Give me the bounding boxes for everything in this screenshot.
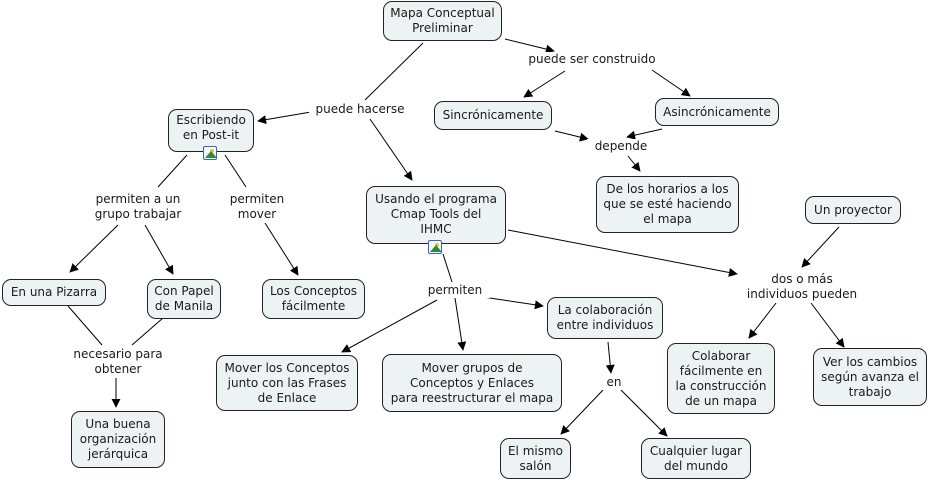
concept-label: Escribiendo en Post-it — [176, 113, 246, 142]
link-puede-ser-construido[interactable]: puede ser construido — [524, 52, 660, 67]
edge — [748, 302, 777, 339]
edge — [523, 70, 566, 98]
concept-label: En una Pizarra — [10, 285, 98, 299]
concept-label: Usando el programa Cmap Tools del IHMC — [375, 192, 497, 236]
image-resource-icon[interactable] — [203, 146, 217, 160]
edge — [560, 389, 604, 435]
concept-label: Mapa Conceptual Preliminar — [390, 6, 495, 35]
edge — [651, 69, 691, 97]
concept-mapa-conceptual-preliminar[interactable]: Mapa Conceptual Preliminar — [383, 1, 502, 41]
concept-pizarra[interactable]: En una Pizarra — [2, 279, 106, 306]
link-necesario-para-obtener[interactable]: necesario para obtener — [64, 347, 172, 377]
edge — [69, 224, 119, 273]
edge — [157, 154, 188, 188]
concept-label: La colaboración entre individuos — [556, 303, 654, 332]
edge — [482, 296, 544, 310]
edge — [364, 42, 424, 101]
concept-buena-organizacion[interactable]: Una buena organización jerárquica — [71, 411, 165, 468]
concept-mismo-salon[interactable]: El mismo salón — [500, 438, 571, 479]
edge — [257, 111, 312, 125]
image-resource-icon[interactable] — [428, 240, 442, 254]
concept-asincronicamente[interactable]: Asincrónicamente — [655, 98, 779, 126]
concept-cualquier-lugar[interactable]: Cualquier lugar del mundo — [641, 438, 751, 479]
concept-mover-conceptos[interactable]: Mover los Conceptos junto con las Frases… — [216, 355, 358, 411]
edge — [627, 155, 641, 172]
edge — [341, 299, 438, 353]
link-depende[interactable]: depende — [587, 139, 655, 154]
edge — [144, 224, 174, 275]
edge — [626, 128, 663, 140]
concept-label: De los horarios a los que se esté hacien… — [603, 182, 732, 226]
edge — [442, 253, 453, 283]
edge — [605, 341, 615, 374]
edge — [67, 305, 103, 346]
concept-label: Mover grupos de Conceptos y Enlaces para… — [390, 360, 554, 405]
concept-horarios[interactable]: De los horarios a los que se esté hacien… — [596, 176, 739, 233]
edge — [810, 302, 845, 348]
link-permiten-mover[interactable]: permiten mover — [222, 192, 292, 222]
concept-papel-manila[interactable]: Con Papel de Manila — [147, 279, 221, 319]
concept-label: Un proyector — [814, 202, 892, 217]
concept-colaborar[interactable]: Colaborar fácilmente en la construcción … — [667, 343, 775, 414]
concept-mover-grupos[interactable]: Mover grupos de Conceptos y Enlaces para… — [382, 354, 562, 412]
edge — [554, 130, 589, 142]
link-permiten[interactable]: permiten — [420, 283, 490, 298]
edge — [801, 226, 840, 268]
concept-label: Ver los cambios según avanza el trabajo — [821, 354, 919, 399]
edge — [131, 317, 164, 346]
concept-proyector[interactable]: Un proyector — [805, 196, 901, 224]
concept-label: El mismo salón — [507, 443, 564, 473]
concept-label: Colaborar fácilmente en la construcción … — [675, 348, 767, 408]
link-en[interactable]: en — [600, 375, 628, 390]
concept-ver-cambios[interactable]: Ver los cambios según avanza el trabajo — [813, 348, 927, 406]
edge — [264, 222, 299, 276]
concept-label: Los Conceptos fácilmente — [269, 284, 358, 313]
concept-cmap-tools[interactable]: Usando el programa Cmap Tools del IHMC — [366, 186, 506, 244]
concept-label: Cualquier lugar del mundo — [649, 443, 743, 473]
concept-conceptos-facilmente[interactable]: Los Conceptos fácilmente — [262, 279, 365, 319]
concept-sincronicamente[interactable]: Sincrónicamente — [434, 101, 552, 130]
link-permiten-grupo[interactable]: permiten a un grupo trabajar — [84, 192, 192, 222]
concept-escribiendo-post-it[interactable]: Escribiendo en Post-it — [168, 109, 254, 152]
edge — [507, 229, 738, 277]
concept-label: Sincrónicamente — [442, 108, 544, 122]
edge — [454, 297, 467, 351]
edge — [619, 388, 668, 437]
concept-label: Una buena organización jerárquica — [79, 417, 157, 461]
edge — [224, 154, 247, 188]
concept-label: Mover los Conceptos junto con las Frases… — [224, 360, 350, 405]
link-puede-hacerse[interactable]: puede hacerse — [309, 102, 411, 117]
edge — [369, 118, 413, 181]
edge — [504, 38, 555, 54]
concept-label: Asincrónicamente — [663, 104, 771, 119]
concept-colaboracion[interactable]: La colaboración entre individuos — [547, 297, 663, 339]
concept-label: Con Papel de Manila — [154, 284, 214, 313]
link-dos-o-mas[interactable]: dos o más individuos pueden — [740, 272, 864, 302]
